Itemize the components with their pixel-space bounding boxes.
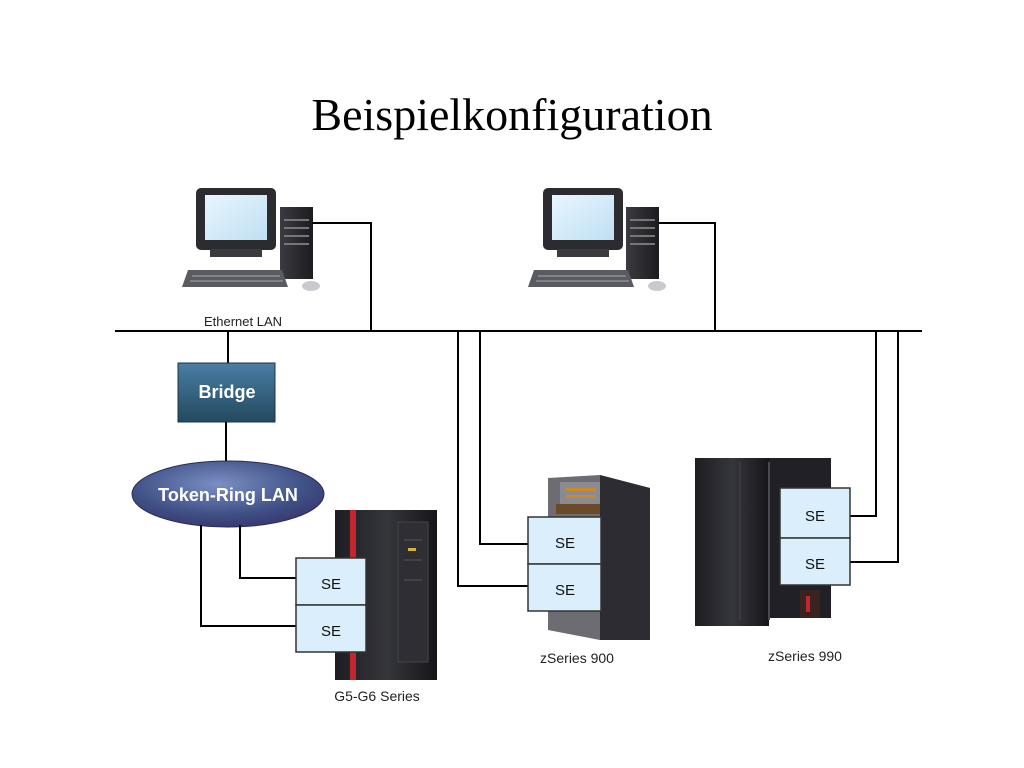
bridge-label: Bridge xyxy=(198,382,255,402)
workstation-left-cable xyxy=(312,222,372,331)
desktop-computer-icon xyxy=(528,188,666,291)
zseries-900-cable-se1 xyxy=(479,331,528,545)
zseries-900-se-box-1: SE xyxy=(527,516,602,565)
workstation-right-cable xyxy=(658,222,716,331)
zseries-900-se-box-2: SE xyxy=(527,563,602,612)
g5-g6-se-box-1: SE xyxy=(295,557,367,606)
zseries-990-cable-se1 xyxy=(850,331,877,517)
g5-g6-se-box-2: SE xyxy=(295,604,367,653)
desktop-computer-icon xyxy=(182,188,320,291)
zseries-990-label: zSeries 990 xyxy=(768,648,842,664)
zseries-990-se-box-2: SE xyxy=(779,537,851,586)
se-label: SE xyxy=(805,508,825,525)
zseries-900-label: zSeries 900 xyxy=(540,650,614,666)
zseries-900-cable-se2 xyxy=(457,331,528,587)
zseries-990-se-box-1: SE xyxy=(779,487,851,539)
se-label: SE xyxy=(805,556,825,573)
bridge-node: Bridge xyxy=(177,362,276,423)
token-ring-lan-node: Token-Ring LAN xyxy=(131,460,325,528)
token-ring-cable-se2 xyxy=(200,525,296,627)
ethernet-lan-label: Ethernet LAN xyxy=(204,314,282,329)
se-label: SE xyxy=(555,582,575,599)
se-label: SE xyxy=(321,623,341,640)
token-ring-cable-se1 xyxy=(239,525,296,579)
slide-title: Beispielkonfiguration xyxy=(311,89,713,140)
g5-g6-series-label: G5-G6 Series xyxy=(334,688,420,704)
zseries-990-cable-se2 xyxy=(850,331,899,563)
se-label: SE xyxy=(321,576,341,593)
se-label: SE xyxy=(555,535,575,552)
token-ring-lan-label: Token-Ring LAN xyxy=(158,485,298,505)
